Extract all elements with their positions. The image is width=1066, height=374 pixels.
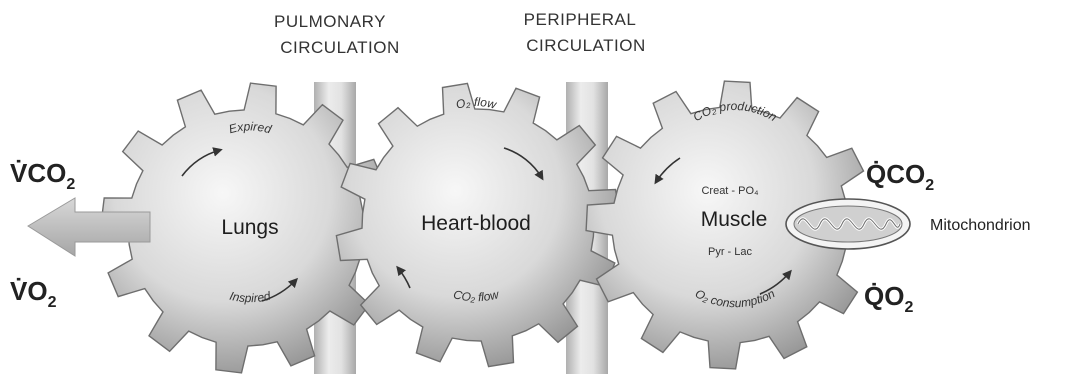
- vo2-symbol: V̇O2: [10, 276, 57, 311]
- qco2-symbol: Q̇CO2: [866, 159, 934, 194]
- pulmonary-header-line2: CIRCULATION: [280, 38, 399, 57]
- pulmonary-header-line1: PULMONARY: [274, 12, 386, 31]
- heart-blood-label: Heart-blood: [421, 212, 531, 235]
- peripheral-header-line1: PERIPHERAL: [524, 10, 637, 29]
- muscle-label: Muscle: [701, 208, 768, 231]
- mitochondrion-icon: [786, 199, 910, 249]
- pyruvate-lactate-label: Pyr - Lac: [708, 246, 753, 258]
- vco2-symbol: V̇CO2: [10, 158, 75, 193]
- lungs-label: Lungs: [221, 216, 278, 239]
- peripheral-header-line2: CIRCULATION: [526, 36, 645, 55]
- creatine-label: Creat - PO₄: [701, 185, 759, 197]
- qo2-symbol: Q̇O2: [864, 281, 913, 316]
- mitochondrion-label: Mitochondrion: [930, 217, 1031, 234]
